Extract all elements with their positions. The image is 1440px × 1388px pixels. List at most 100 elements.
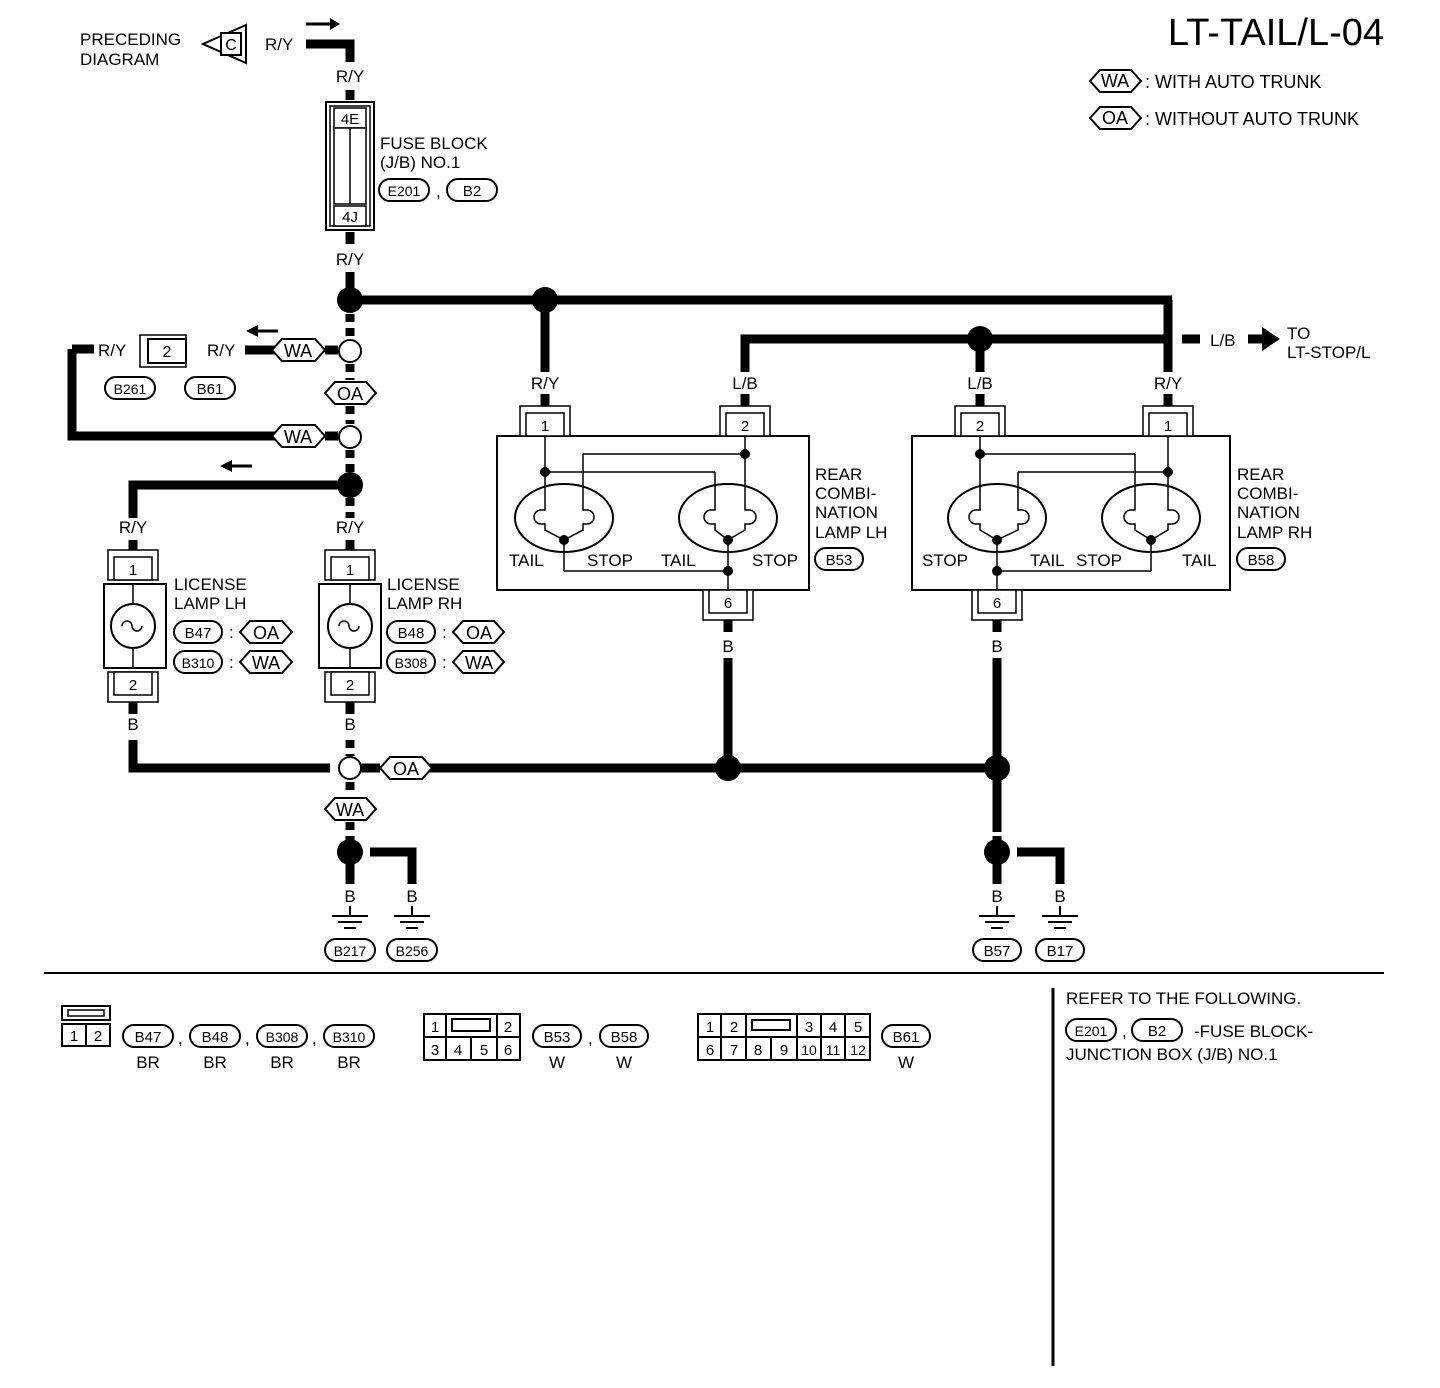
svg-text:W: W — [549, 1053, 565, 1072]
ground-b217 — [324, 938, 376, 962]
svg-text:12: 12 — [850, 1042, 866, 1058]
tag-wa-3: WA — [336, 800, 364, 820]
svg-text:-FUSE BLOCK-: -FUSE BLOCK- — [1194, 1022, 1313, 1041]
bulb-icon — [947, 483, 1047, 553]
bulb-icon — [514, 483, 614, 553]
to-label-line2: LT-STOP/L — [1287, 343, 1370, 362]
tag-wa-1: WA — [284, 341, 312, 361]
svg-text:10: 10 — [801, 1042, 817, 1058]
wire-label-b-lh: B — [722, 637, 733, 656]
svg-text:1: 1 — [431, 1019, 439, 1036]
fuse-block: 4E 4J FUSE BLOCK (J/B) NO.1 E201 , B2 — [325, 101, 498, 231]
wire-label-ry-rh1: R/Y — [1154, 374, 1182, 393]
wire-label-ry-b61: R/Y — [207, 341, 235, 360]
svg-text:B: B — [1054, 887, 1065, 906]
svg-text:B308: B308 — [266, 1029, 299, 1045]
arrow-left-icon — [220, 460, 252, 472]
wire-label-ry-lh1: R/Y — [531, 374, 559, 393]
svg-text:STOP: STOP — [752, 551, 798, 570]
legend: WA : WITH AUTO TRUNK OA : WITHOUT AUTO T… — [1088, 69, 1359, 130]
svg-text:2: 2 — [976, 418, 984, 435]
svg-text:6: 6 — [504, 1042, 512, 1059]
wire-dashed — [345, 314, 1002, 840]
wire-label-ry-2: R/Y — [336, 250, 364, 269]
svg-text:4: 4 — [829, 1019, 837, 1036]
wire-label-lb-rh2: L/B — [967, 374, 993, 393]
svg-text:1: 1 — [706, 1019, 714, 1036]
svg-text:LAMP RH: LAMP RH — [387, 594, 462, 613]
svg-text:,: , — [245, 1029, 250, 1048]
to-stop-lamp: L/B TO LT-STOP/L — [1183, 324, 1370, 362]
splice-points — [337, 287, 1010, 865]
svg-text:TAIL: TAIL — [1030, 551, 1065, 570]
svg-text:STOP: STOP — [587, 551, 633, 570]
svg-text:,: , — [436, 182, 441, 201]
svg-text:6: 6 — [993, 595, 1001, 612]
wire-label-b-rh: B — [991, 637, 1002, 656]
svg-text:B53: B53 — [826, 552, 853, 569]
fuse-label-line1: FUSE BLOCK — [380, 134, 488, 153]
svg-text:COMBI-: COMBI- — [1237, 484, 1298, 503]
svg-text:B256: B256 — [396, 943, 429, 959]
oa-tag-shape — [1088, 106, 1143, 130]
svg-text:REFER TO THE FOLLOWING.: REFER TO THE FOLLOWING. — [1066, 989, 1301, 1008]
legend-oa-tag: OA — [1102, 108, 1128, 128]
bulb-icon — [678, 483, 778, 553]
fuse-conn-1: E201 — [388, 183, 421, 199]
svg-text:STOP: STOP — [922, 551, 968, 570]
rear-combination-lamp-rh: 2 1 6 — [911, 405, 1312, 621]
svg-text:NATION: NATION — [815, 503, 878, 522]
svg-text:B310: B310 — [333, 1029, 366, 1045]
svg-text:B310: B310 — [182, 655, 215, 671]
tag-oa-2: OA — [393, 759, 419, 779]
preceding-line1: PRECEDING — [80, 30, 181, 49]
svg-text:E201: E201 — [1075, 1023, 1108, 1039]
preceding-diagram: PRECEDING DIAGRAM C R/Y — [80, 18, 340, 69]
svg-text:B57: B57 — [984, 943, 1011, 960]
svg-text:TAIL: TAIL — [661, 551, 696, 570]
bulb-icon — [327, 603, 373, 649]
grounds: B B B B B217 B256 B57 B17 — [324, 887, 1085, 962]
wire-label-ry-preceding: R/Y — [265, 35, 293, 54]
svg-text:B48: B48 — [398, 625, 425, 642]
wa-tag-shape — [1088, 69, 1143, 93]
svg-text:4: 4 — [454, 1042, 462, 1059]
svg-text:B58: B58 — [611, 1029, 638, 1046]
preceding-connector-label: C — [225, 37, 237, 54]
preceding-line2: DIAGRAM — [80, 50, 159, 69]
connector-2pin: 1 2 B47 , B48 , B308 , B310 BR BR BR BR — [61, 1005, 375, 1072]
svg-text::: : — [442, 653, 447, 672]
b261-connector: R/Y 2 R/Y B261 B61 — [98, 334, 236, 400]
svg-text:B: B — [406, 887, 417, 906]
svg-text:2: 2 — [741, 418, 749, 435]
svg-text:2: 2 — [346, 677, 354, 694]
wire-label-ry-lic-lh: R/Y — [119, 518, 147, 537]
svg-text:W: W — [616, 1053, 632, 1072]
svg-text:LICENSE: LICENSE — [174, 575, 247, 594]
legend-wa-text: : WITH AUTO TRUNK — [1145, 72, 1321, 92]
svg-text:LAMP LH: LAMP LH — [174, 594, 246, 613]
arrow-right-icon — [1262, 327, 1280, 351]
svg-text:LAMP LH: LAMP LH — [815, 523, 887, 542]
wire-license-lh-feed — [128, 480, 350, 518]
ground-b256 — [386, 938, 438, 962]
svg-text:TAIL: TAIL — [509, 551, 544, 570]
svg-text:OA: OA — [466, 623, 492, 643]
tag-wa-2: WA — [284, 427, 312, 447]
svg-text:B47: B47 — [185, 625, 212, 642]
svg-text:,: , — [1122, 1022, 1127, 1041]
ground-b17 — [1035, 938, 1085, 962]
svg-text:BR: BR — [270, 1053, 294, 1072]
svg-text:1: 1 — [1164, 418, 1172, 435]
svg-text:2: 2 — [129, 677, 137, 694]
svg-text:TAIL: TAIL — [1182, 551, 1217, 570]
svg-text:REAR: REAR — [1237, 465, 1284, 484]
legend-wa-tag: WA — [1101, 71, 1129, 91]
wire-label-ry-1: R/Y — [336, 67, 364, 86]
svg-text:B47: B47 — [135, 1029, 162, 1046]
b61-id: B61 — [197, 381, 224, 398]
wire-label-b-lic-rh: B — [344, 715, 355, 734]
svg-text:2: 2 — [94, 1028, 102, 1045]
wire-license-lh-ground — [128, 740, 330, 773]
svg-text:JUNCTION BOX (J/B) NO.1: JUNCTION BOX (J/B) NO.1 — [1066, 1045, 1278, 1064]
